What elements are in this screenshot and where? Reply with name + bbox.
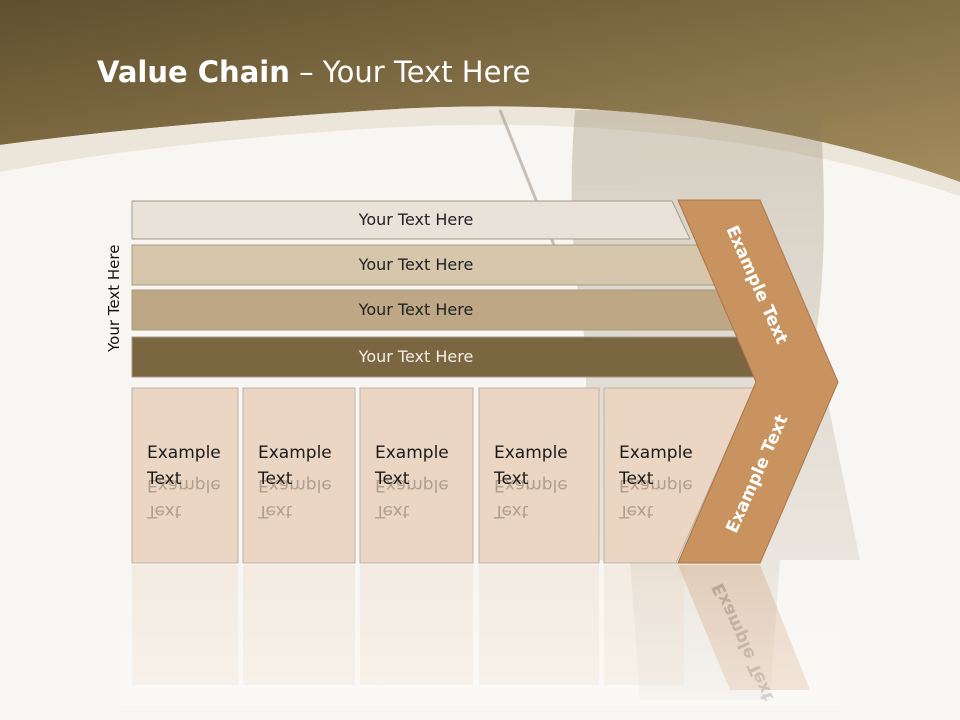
value-chain-bar-1 <box>131 200 691 240</box>
activity-cell-1 <box>131 387 239 564</box>
side-label: Your Text Here <box>105 244 123 352</box>
slide-title: Value Chain – Your Text Here <box>97 55 531 89</box>
activity-cell-2 <box>242 387 356 564</box>
bar-label-2: Your Text Here <box>358 255 474 274</box>
bar-label-4: Your Text Here <box>358 347 474 366</box>
title-rest: – Your Text Here <box>289 55 531 89</box>
margin-chevron <box>677 199 839 564</box>
activity-cell-4 <box>478 387 600 564</box>
activity-cell-3 <box>359 387 474 564</box>
bar-label-1: Your Text Here <box>358 210 474 229</box>
title-bold: Value Chain <box>97 55 290 89</box>
bar-label-3: Your Text Here <box>358 300 474 319</box>
activity-cell-5 <box>603 387 755 564</box>
header-band <box>0 0 960 182</box>
